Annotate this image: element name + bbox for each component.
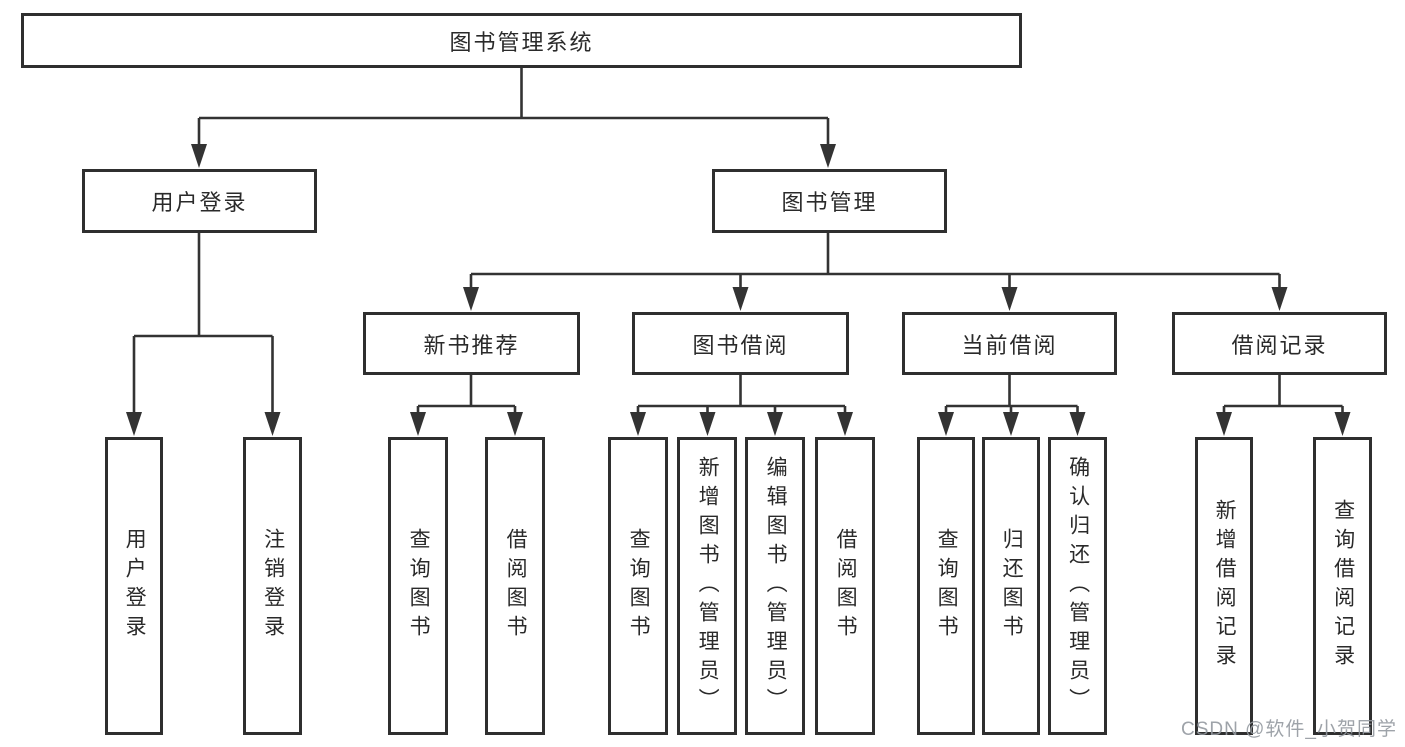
node-query-borrow-record: 查询借阅记录 <box>1313 437 1372 735</box>
node-current-borrow: 当前借阅 <box>902 312 1117 375</box>
arrow-down-icon <box>1334 412 1351 436</box>
arrow-down-icon <box>1271 287 1288 311</box>
node-query-books-borrow: 查询图书 <box>608 437 668 735</box>
arrow-down-icon <box>410 412 426 436</box>
arrow-down-icon <box>837 412 853 436</box>
arrow-down-icon <box>938 412 954 436</box>
arrow-down-icon <box>1001 287 1018 311</box>
node-user-login: 用户登录 <box>82 169 317 233</box>
node-new-book-recommend: 新书推荐 <box>363 312 580 375</box>
node-user-login-leaf: 用户登录 <box>105 437 163 735</box>
arrow-down-icon <box>1069 412 1086 436</box>
node-add-book-admin: 新增图书（管理员） <box>677 437 737 735</box>
arrow-down-icon <box>507 412 523 436</box>
node-return-book: 归还图书 <box>982 437 1040 735</box>
watermark: CSDN @软件_小贺同学 <box>1181 719 1397 740</box>
node-edit-book-admin: 编辑图书（管理员） <box>745 437 805 735</box>
arrow-down-icon <box>732 287 749 311</box>
node-confirm-return-admin: 确认归还（管理员） <box>1048 437 1107 735</box>
arrow-down-icon <box>820 144 836 168</box>
node-borrow-book-leaf: 借阅图书 <box>815 437 875 735</box>
arrow-down-icon <box>767 412 783 436</box>
arrow-down-icon <box>191 144 207 168</box>
arrow-down-icon <box>699 412 716 436</box>
arrow-down-icon <box>126 412 142 436</box>
node-book-borrow: 图书借阅 <box>632 312 849 375</box>
arrow-down-icon <box>463 287 479 311</box>
node-add-borrow-record: 新增借阅记录 <box>1195 437 1253 735</box>
node-query-books-current: 查询图书 <box>917 437 975 735</box>
arrow-down-icon <box>1003 412 1019 436</box>
node-borrow-books-recommend: 借阅图书 <box>485 437 545 735</box>
arrow-down-icon <box>1216 412 1232 436</box>
arrowhead-icons <box>126 144 1351 436</box>
node-borrow-records: 借阅记录 <box>1172 312 1387 375</box>
node-query-books-recommend: 查询图书 <box>388 437 448 735</box>
arrow-down-icon <box>630 412 646 436</box>
arrow-down-icon <box>264 412 281 436</box>
node-logout-leaf: 注销登录 <box>243 437 302 735</box>
node-root: 图书管理系统 <box>21 13 1022 68</box>
node-book-management: 图书管理 <box>712 169 947 233</box>
